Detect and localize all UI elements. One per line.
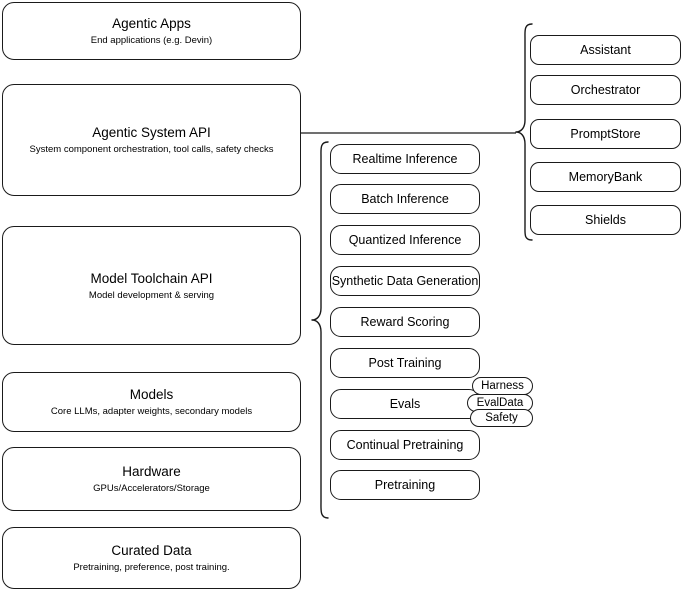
capability-evals[interactable]: Evals: [330, 389, 480, 419]
system-component-label: Orchestrator: [570, 83, 641, 97]
layer-subtitle: GPUs/Accelerators/Storage: [93, 483, 210, 494]
evals-badge-label: Harness: [481, 380, 524, 392]
evals-badge-label: EvalData: [476, 397, 524, 409]
capability-realtime-inference[interactable]: Realtime Inference: [330, 144, 480, 174]
layer-subtitle: End applications (e.g. Devin): [90, 35, 213, 46]
stack-layer-hardware[interactable]: Hardware GPUs/Accelerators/Storage: [2, 447, 301, 511]
layer-title: Model Toolchain API: [90, 270, 213, 286]
stack-layer-model-toolchain-api[interactable]: Model Toolchain API Model development & …: [2, 226, 301, 345]
capability-label: Batch Inference: [361, 192, 449, 206]
stack-layer-agentic-apps[interactable]: Agentic Apps End applications (e.g. Devi…: [2, 2, 301, 60]
curly-brace-toolchain: [308, 140, 330, 520]
layer-title: Models: [129, 387, 174, 402]
capability-label: Quantized Inference: [348, 233, 462, 247]
system-component-label: Shields: [585, 213, 626, 227]
capability-label: Continual Pretraining: [346, 438, 464, 452]
capability-pretraining[interactable]: Pretraining: [330, 470, 480, 500]
layer-title: Agentic Apps: [112, 16, 191, 31]
evals-badge-label: Safety: [485, 412, 518, 424]
evals-badge-evaldata[interactable]: EvalData: [467, 394, 533, 412]
layer-subtitle: System component orchestration, tool cal…: [29, 144, 274, 155]
stack-layer-curated-data[interactable]: Curated Data Pretraining, preference, po…: [2, 527, 301, 589]
curly-brace-system-components: [512, 22, 534, 242]
capability-synthetic-data-generation[interactable]: Synthetic Data Generation: [330, 266, 480, 296]
layer-title: Hardware: [122, 464, 181, 479]
capability-batch-inference[interactable]: Batch Inference: [330, 184, 480, 214]
stack-layer-agentic-system-api[interactable]: Agentic System API System component orch…: [2, 84, 301, 196]
capability-continual-pretraining[interactable]: Continual Pretraining: [330, 430, 480, 460]
capability-label: Synthetic Data Generation: [331, 274, 479, 288]
capability-post-training[interactable]: Post Training: [330, 348, 480, 378]
capability-label: Post Training: [368, 356, 442, 370]
system-component-label: Assistant: [580, 43, 631, 57]
layer-title: Curated Data: [111, 543, 192, 558]
capability-label: Reward Scoring: [360, 315, 450, 329]
system-component-assistant[interactable]: Assistant: [530, 35, 681, 65]
system-component-orchestrator[interactable]: Orchestrator: [530, 75, 681, 105]
layer-subtitle: Pretraining, preference, post training.: [73, 562, 230, 573]
system-component-memorybank[interactable]: MemoryBank: [530, 162, 681, 192]
system-component-label: PromptStore: [570, 127, 641, 141]
capability-label: Evals: [389, 397, 421, 411]
capability-reward-scoring[interactable]: Reward Scoring: [330, 307, 480, 337]
layer-subtitle: Model development & serving: [88, 289, 215, 301]
evals-badge-safety[interactable]: Safety: [470, 409, 533, 427]
capability-label: Pretraining: [374, 478, 436, 492]
stack-layer-models[interactable]: Models Core LLMs, adapter weights, secon…: [2, 372, 301, 432]
capability-quantized-inference[interactable]: Quantized Inference: [330, 225, 480, 255]
system-component-promptstore[interactable]: PromptStore: [530, 119, 681, 149]
system-component-shields[interactable]: Shields: [530, 205, 681, 235]
connector-system-api-to-components: [301, 126, 516, 140]
evals-badge-harness[interactable]: Harness: [472, 377, 533, 395]
system-component-label: MemoryBank: [568, 170, 643, 184]
layer-title: Agentic System API: [92, 125, 211, 140]
capability-label: Realtime Inference: [352, 152, 458, 166]
layer-subtitle: Core LLMs, adapter weights, secondary mo…: [50, 406, 253, 417]
